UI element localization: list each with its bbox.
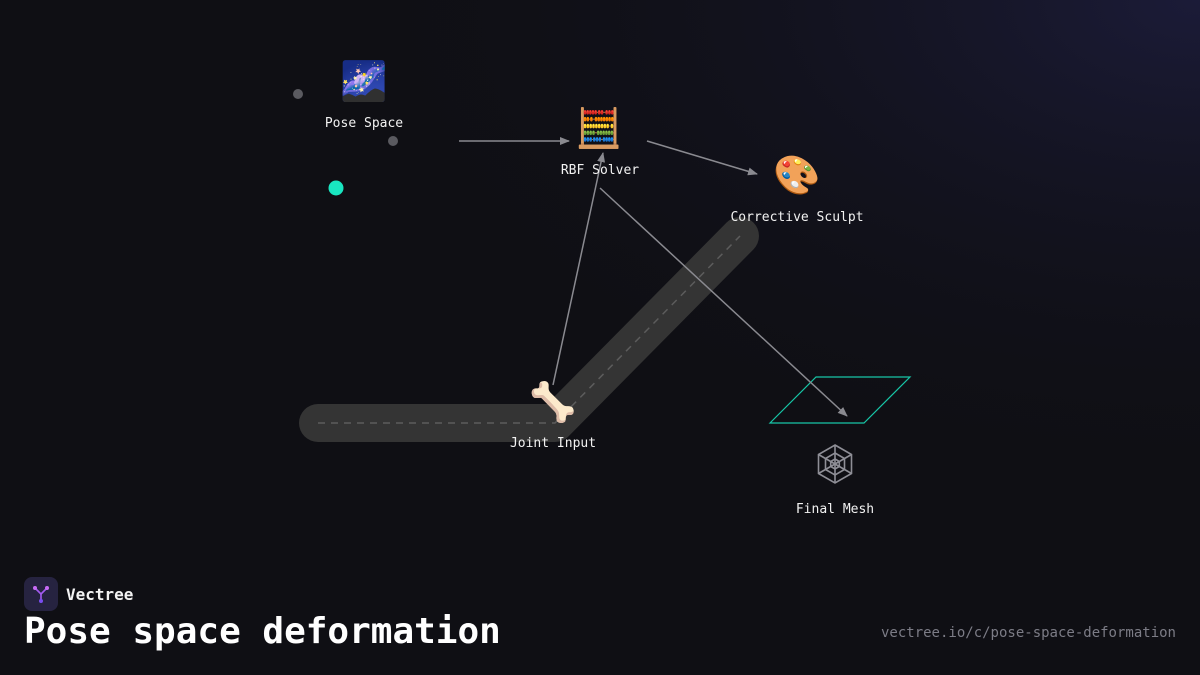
brand[interactable]: Vectree [24,577,133,611]
abacus-icon: 🧮 [575,106,623,150]
pose-dot-active [328,180,344,196]
galaxy-icon: 🌌 [340,59,388,103]
joint-track-dashes [318,235,741,424]
final-mesh-plane [768,376,912,424]
page-url[interactable]: vectree.io/c/pose-space-deformation [880,625,1176,641]
bone-icon: 🦴 [529,380,577,424]
pose-dot-small-2 [388,136,398,146]
brand-name: Vectree [66,584,134,604]
page-title: Pose space deformation [24,611,501,652]
node-label-corrective-sculpt: Corrective Sculpt [730,210,864,225]
edge-rbf-solver-to-corrective-sculpt [646,140,758,176]
edge-joint-input-to-rbf-solver [552,152,606,386]
web-mesh-icon [814,443,856,491]
edge-rbf-solver-to-final-mesh [599,187,848,417]
vectree-logo-icon [24,577,58,611]
node-label-final-mesh: Final Mesh [795,502,875,517]
node-label-pose-space: Pose Space [324,116,404,131]
web-mesh-icon-svg [817,444,853,484]
node-label-joint-input: Joint Input [509,436,597,451]
palette-icon: 🎨 [773,153,821,197]
node-label-rbf-solver: RBF Solver [560,163,640,178]
vectree-logo-svg [33,586,49,603]
pose-dot-small-1 [293,89,303,99]
